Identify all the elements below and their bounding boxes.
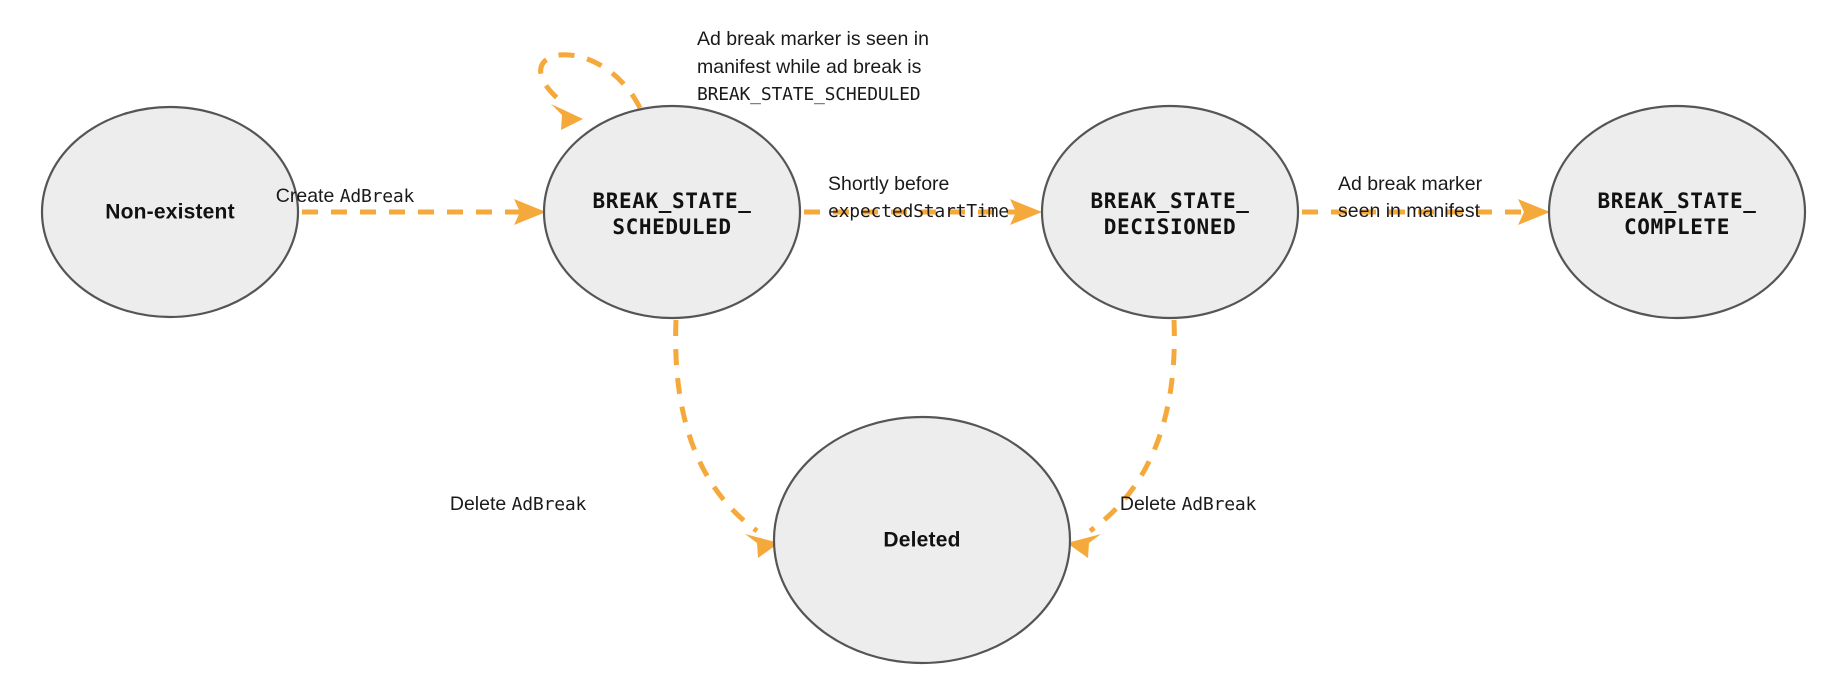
edge-create-adbreak[interactable] bbox=[302, 199, 546, 225]
edge-delete-adbreak-from-scheduled[interactable] bbox=[673, 319, 779, 558]
edge-decisioned-deleted-arrowhead bbox=[1067, 534, 1101, 558]
node-deleted-shape bbox=[772, 415, 1072, 665]
edge-self-loop-arrowhead bbox=[551, 104, 583, 130]
edge-decisioned-deleted-path bbox=[1088, 319, 1177, 534]
edge-scheduled-deleted-arrowhead bbox=[745, 534, 779, 558]
edge-decisioned-complete-arrowhead bbox=[1518, 199, 1550, 225]
node-non-existent[interactable]: Non-existent bbox=[40, 105, 300, 319]
node-break-state-complete-label-line-2: COMPLETE bbox=[1624, 215, 1730, 239]
node-break-state-scheduled-label-line-2: SCHEDULED bbox=[612, 215, 731, 239]
node-break-state-complete-shape bbox=[1547, 104, 1807, 320]
node-break-state-complete-label-line-1: BREAK_STATE_ bbox=[1598, 189, 1757, 213]
edge-label-delete-decisioned-seg-1: Delete bbox=[1120, 493, 1182, 515]
edge-label-delete-scheduled-seg-2: AdBreak bbox=[512, 494, 587, 515]
node-deleted[interactable]: Deleted bbox=[772, 415, 1072, 665]
edge-label-self-loop-line-2: manifest while ad break is bbox=[697, 56, 922, 78]
edge-self-loop-marker-seen-scheduled[interactable] bbox=[538, 52, 643, 130]
edge-create-adbreak-arrowhead bbox=[514, 199, 546, 225]
edge-label-self-loop-line-1: Ad break marker is seen in bbox=[697, 28, 929, 50]
node-break-state-complete[interactable]: BREAK_STATE_ COMPLETE bbox=[1547, 104, 1807, 320]
edge-label-delete-decisioned-seg-2: AdBreak bbox=[1182, 494, 1257, 515]
edge-label-create-adbreak: Create AdBreak bbox=[276, 185, 415, 207]
edge-layer bbox=[302, 52, 1550, 558]
node-break-state-scheduled-label-line-1: BREAK_STATE_ bbox=[593, 189, 752, 213]
node-break-state-scheduled[interactable]: BREAK_STATE_ SCHEDULED bbox=[542, 104, 802, 320]
edge-label-delete-adbreak-from-scheduled: Delete AdBreak bbox=[450, 493, 587, 515]
node-deleted-label-line-1: Deleted bbox=[883, 529, 960, 552]
edge-label-ad-break-marker-seen-in-manifest: Ad break marker seen in manifest bbox=[1338, 173, 1483, 222]
node-break-state-decisioned-label-line-2: DECISIONED bbox=[1104, 215, 1236, 239]
edge-label-shortly-before-expected-start-time: Shortly before expectedStartTime bbox=[828, 173, 1009, 222]
edge-self-loop-path bbox=[538, 52, 643, 110]
edge-label-delete-adbreak-from-decisioned: Delete AdBreak bbox=[1120, 493, 1257, 515]
edge-label-self-loop-line-3: BREAK_STATE_SCHEDULED bbox=[697, 84, 920, 105]
node-layer: Non-existent BREAK_STATE_ SCHEDULED BREA… bbox=[40, 104, 1807, 665]
edge-scheduled-decisioned-arrowhead bbox=[1010, 199, 1042, 225]
edge-scheduled-deleted-path bbox=[673, 319, 759, 534]
node-break-state-decisioned-label-line-1: BREAK_STATE_ bbox=[1091, 189, 1250, 213]
edge-label-delete-scheduled-seg-1: Delete bbox=[450, 493, 512, 515]
edge-label-create-adbreak-seg-2: AdBreak bbox=[340, 186, 415, 207]
edge-label-marker-seen-line-1: Ad break marker bbox=[1338, 173, 1483, 195]
edge-shortly-before-expected-start-time[interactable] bbox=[804, 199, 1042, 225]
edge-delete-adbreak-from-decisioned[interactable] bbox=[1067, 319, 1177, 558]
edge-ad-break-marker-seen-in-manifest[interactable] bbox=[1302, 199, 1550, 225]
node-non-existent-shape bbox=[40, 105, 300, 319]
node-break-state-scheduled-shape bbox=[542, 104, 802, 320]
edge-label-marker-seen-line-2: seen in manifest bbox=[1338, 200, 1481, 222]
node-break-state-decisioned[interactable]: BREAK_STATE_ DECISIONED bbox=[1040, 104, 1300, 320]
edge-label-self-loop-marker-seen-scheduled: Ad break marker is seen in manifest whil… bbox=[697, 28, 929, 105]
node-non-existent-label-line-1: Non-existent bbox=[105, 201, 235, 224]
edge-label-shortly-before-line-2: expectedStartTime bbox=[828, 201, 1009, 222]
node-break-state-decisioned-shape bbox=[1040, 104, 1300, 320]
edge-label-create-adbreak-seg-1: Create bbox=[276, 185, 340, 207]
edge-label-layer: Create AdBreak Ad break marker is seen i… bbox=[276, 28, 1483, 515]
edge-label-shortly-before-line-1: Shortly before bbox=[828, 173, 949, 195]
